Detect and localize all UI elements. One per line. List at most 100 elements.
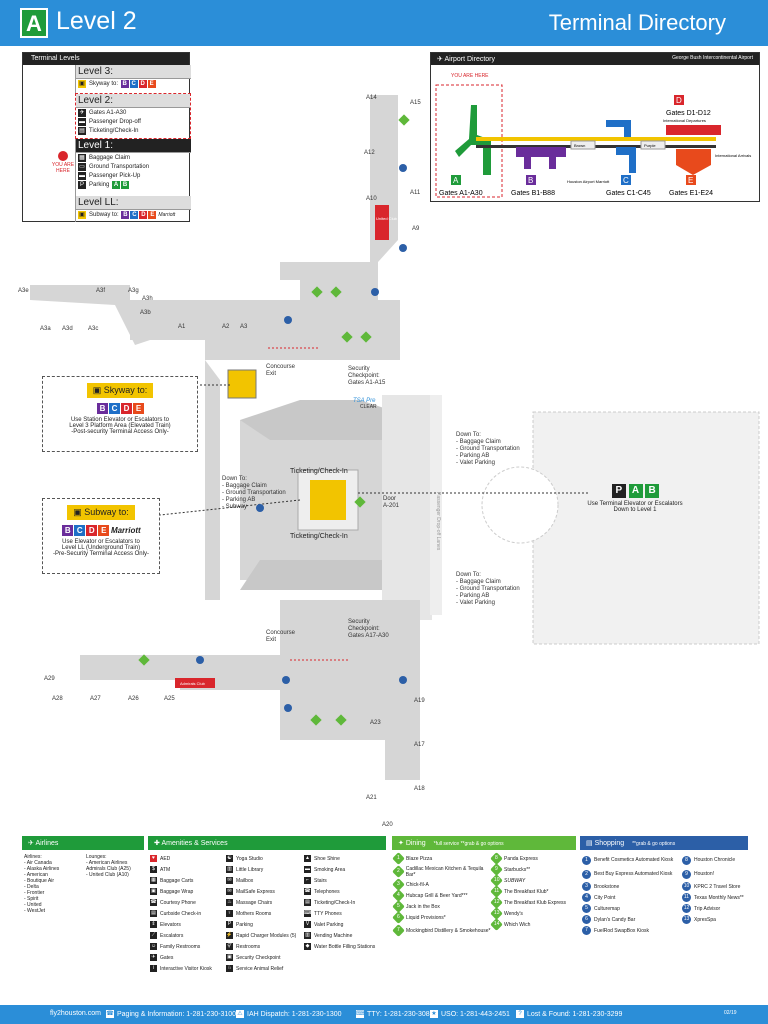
shoe-shine-icon: ▲ xyxy=(304,855,311,862)
shopping-marker-icon: 11 xyxy=(682,893,691,902)
airplane-icon: ✈ xyxy=(28,840,36,847)
ticket-icon: ▤ xyxy=(304,899,311,906)
concourse-exit-north: Concourse Exit xyxy=(266,364,296,377)
gate-label: A25 xyxy=(164,696,175,702)
bus-icon: ▭ xyxy=(78,162,86,171)
you-are-here-label: YOU ARE HERE xyxy=(451,73,489,79)
gate-label: A11 xyxy=(410,190,421,196)
amenity-item: ☺Family Restrooms xyxy=(150,943,201,950)
footer-lost-found: ?Lost & Found: 1-281-230-3299 xyxy=(516,1010,622,1018)
restroom-icon: ⚥ xyxy=(226,943,233,950)
gate-label: A12 xyxy=(364,150,375,156)
gate-label: A3e xyxy=(18,288,29,294)
baggage-wrap-icon: ▣ xyxy=(150,888,157,895)
united-club-area xyxy=(375,205,389,240)
curbside-icon: ▤ xyxy=(150,910,157,917)
security-checkpoint-south: Security Checkpoint: Gates A17-A30 xyxy=(348,619,389,639)
subway-title-bar: ▣ Subway to: xyxy=(67,505,135,520)
west-corridor xyxy=(205,360,220,600)
mailsafe-icon: ✉ xyxy=(226,888,233,895)
gate-label: A18 xyxy=(414,786,425,792)
svg-text:Purple: Purple xyxy=(644,143,656,148)
shopping-marker-icon: 13 xyxy=(682,915,691,924)
level3-label: Level 3: xyxy=(76,65,191,79)
terminal-levels-panel: Terminal Levels YOU ARE HERE Level 3: ▣ … xyxy=(22,52,191,222)
legend-dining-header: ✦ Dining *full service **grab & go optio… xyxy=(392,836,576,850)
level2-row: ▬Passenger Drop-off xyxy=(78,117,141,126)
concourse-exit-south: Concourse Exit xyxy=(266,630,296,643)
level3-skyway-row: ▣ Skyway to: B C D E xyxy=(78,79,156,88)
you-are-here-marker: YOU ARE HERE xyxy=(51,151,75,174)
massage-chair-icon: ♨ xyxy=(226,899,233,906)
gate-label: A3g xyxy=(128,288,139,294)
uso-icon: ★ xyxy=(430,1010,438,1018)
subway-icon: ▣ xyxy=(73,507,85,517)
garage-purple xyxy=(640,140,666,150)
gate-label: A3 xyxy=(240,324,248,330)
amenity-item: ⇕Elevators xyxy=(150,921,181,928)
dining-marker-icon: 6 xyxy=(392,911,405,924)
atm-icon: $ xyxy=(150,866,157,873)
skyway-title-bar: ▣ Skyway to: xyxy=(86,383,154,398)
shopping-marker-icon: 6 xyxy=(582,915,591,924)
dispatch-icon: ⚠ xyxy=(236,1010,244,1018)
parking-callout: P A B Use Terminal Elevator or Escalator… xyxy=(560,484,710,513)
page-title: Terminal Directory xyxy=(548,10,726,35)
amenities-col-1: ♥AED $ATM ▦Baggage Carts ▣Baggage Wrap ☎… xyxy=(150,853,224,974)
charger-icon: ⚡ xyxy=(226,932,233,939)
down-to-south: Down To: - Baggage Claim - Ground Transp… xyxy=(456,572,520,606)
car-icon: ▬ xyxy=(78,117,86,126)
gate-label: A15 xyxy=(410,100,421,106)
amenity-item: ♨Massage Chairs xyxy=(226,899,273,906)
parking-icon: P xyxy=(78,180,86,189)
shopping-bag-icon: ▤ xyxy=(586,840,595,847)
elevator-icon: ⇕ xyxy=(150,921,157,928)
amenity-item: ⟋Escalators xyxy=(150,932,184,939)
gate-label: A21 xyxy=(366,795,377,801)
north-concourse xyxy=(280,95,398,300)
level-title: Level 2 xyxy=(56,7,137,35)
airplane-icon: ✈ xyxy=(437,56,445,63)
marriott-label: Houston Airport Marriott xyxy=(567,179,610,184)
gate-icon: ✈ xyxy=(150,954,157,961)
ticketing-label-south: Ticketing/Check-In xyxy=(290,533,348,540)
admirals-club-label: Admirals Club xyxy=(180,681,205,686)
gate-label: A3h xyxy=(142,296,153,302)
level1-label: Level 1: xyxy=(76,139,191,153)
amenities-col-2: ☯Yoga Studio ▥Little Library ✉Mailbox ✉M… xyxy=(226,853,304,974)
gate-label: A2 xyxy=(222,324,230,330)
gate-label: A3c xyxy=(88,326,99,332)
baggage-icon: ▦ xyxy=(78,153,86,162)
north-connector xyxy=(130,300,400,360)
parking-letters: P A B xyxy=(560,484,710,498)
ticket-icon: ▤ xyxy=(78,126,86,135)
family-restroom-icon: ☺ xyxy=(150,943,157,950)
gate-label: A10 xyxy=(366,196,377,202)
skyway-icon: ▣ xyxy=(78,79,86,88)
amenity-item: ☎Telephones xyxy=(304,888,340,895)
level2-section: Level 2: ✈Gates A1-A30 ▬Passenger Drop-o… xyxy=(75,93,191,139)
parking-icon: P xyxy=(226,921,233,928)
dining-marker-icon: 7 xyxy=(392,924,405,937)
valet-icon: V xyxy=(304,921,311,928)
terminal-map xyxy=(30,95,760,780)
